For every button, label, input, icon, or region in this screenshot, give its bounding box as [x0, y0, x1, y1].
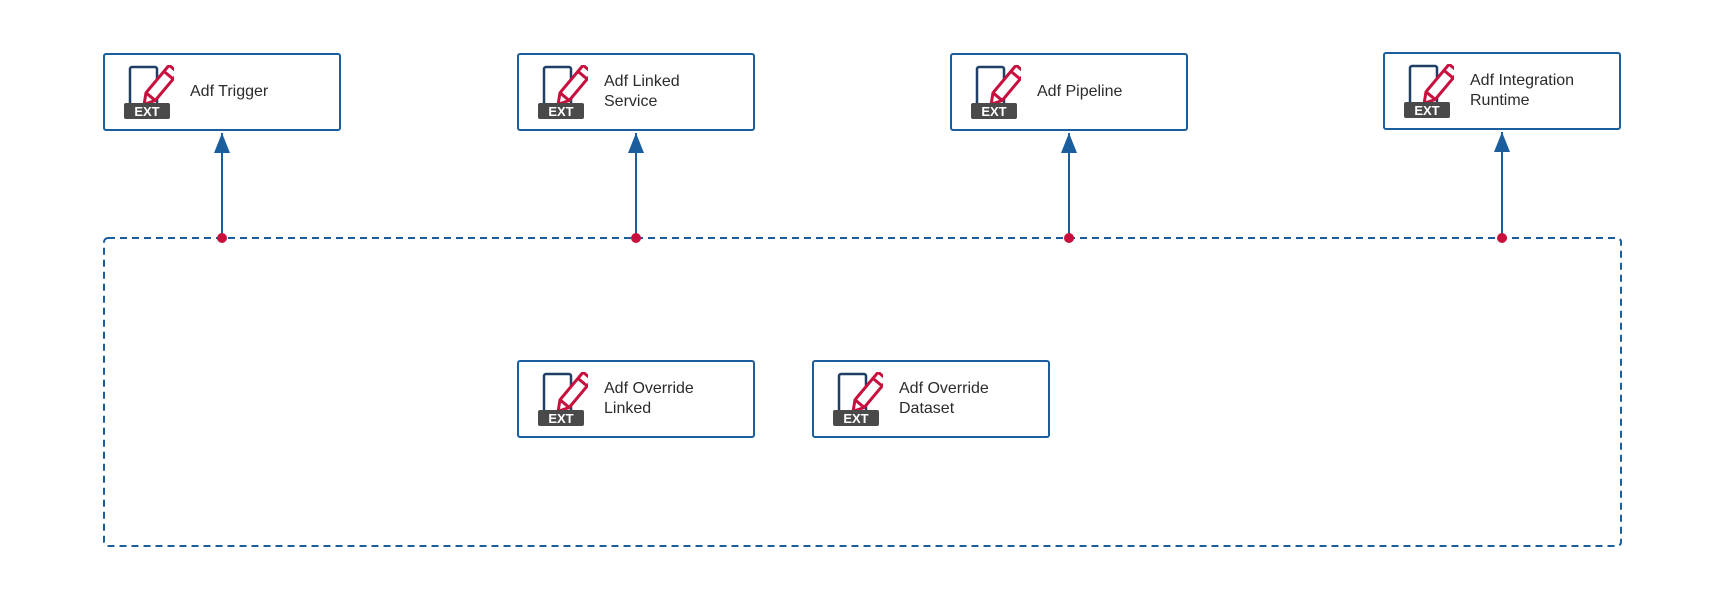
ext-edit-icon: EXT: [1404, 64, 1454, 118]
arrowhead: [1494, 132, 1510, 152]
node-adf-linked-service[interactable]: EXT Adf Linked Service: [517, 53, 755, 131]
ext-edit-icon: EXT: [971, 65, 1021, 119]
ext-badge-text: EXT: [843, 411, 868, 426]
ext-badge-text: EXT: [134, 104, 159, 119]
ext-badge-text: EXT: [548, 104, 573, 119]
ext-edit-icon: EXT: [538, 65, 588, 119]
connector-endpoint-dot: [1497, 233, 1507, 243]
arrowhead: [214, 133, 230, 153]
ext-edit-icon: EXT: [124, 65, 174, 119]
arrowhead: [628, 133, 644, 153]
connector-endpoint-dot: [631, 233, 641, 243]
ext-badge-text: EXT: [1414, 103, 1439, 118]
node-label: Adf Pipeline: [1037, 83, 1123, 100]
connector-endpoint-dot: [217, 233, 227, 243]
node-label: Adf Linked Service: [604, 73, 680, 110]
arrowhead: [1061, 133, 1077, 153]
node-adf-integration-runtime[interactable]: EXT Adf Integration Runtime: [1383, 52, 1621, 130]
ext-edit-icon: EXT: [538, 372, 588, 426]
node-adf-override-dataset[interactable]: EXT Adf Override Dataset: [812, 360, 1050, 438]
group-boundary: [103, 237, 1622, 547]
ext-badge-text: EXT: [981, 104, 1006, 119]
node-label: Adf Integration Runtime: [1470, 72, 1575, 109]
node-label: Adf Trigger: [190, 83, 269, 100]
node-label: Adf Override Dataset: [899, 380, 989, 417]
node-adf-override-linked[interactable]: EXT Adf Override Linked: [517, 360, 755, 438]
node-adf-trigger[interactable]: EXT Adf Trigger: [103, 53, 341, 131]
connector-endpoint-dot: [1064, 233, 1074, 243]
ext-badge-text: EXT: [548, 411, 573, 426]
node-label: Adf Override Linked: [604, 380, 694, 417]
ext-edit-icon: EXT: [833, 372, 883, 426]
node-adf-pipeline[interactable]: EXT Adf Pipeline: [950, 53, 1188, 131]
